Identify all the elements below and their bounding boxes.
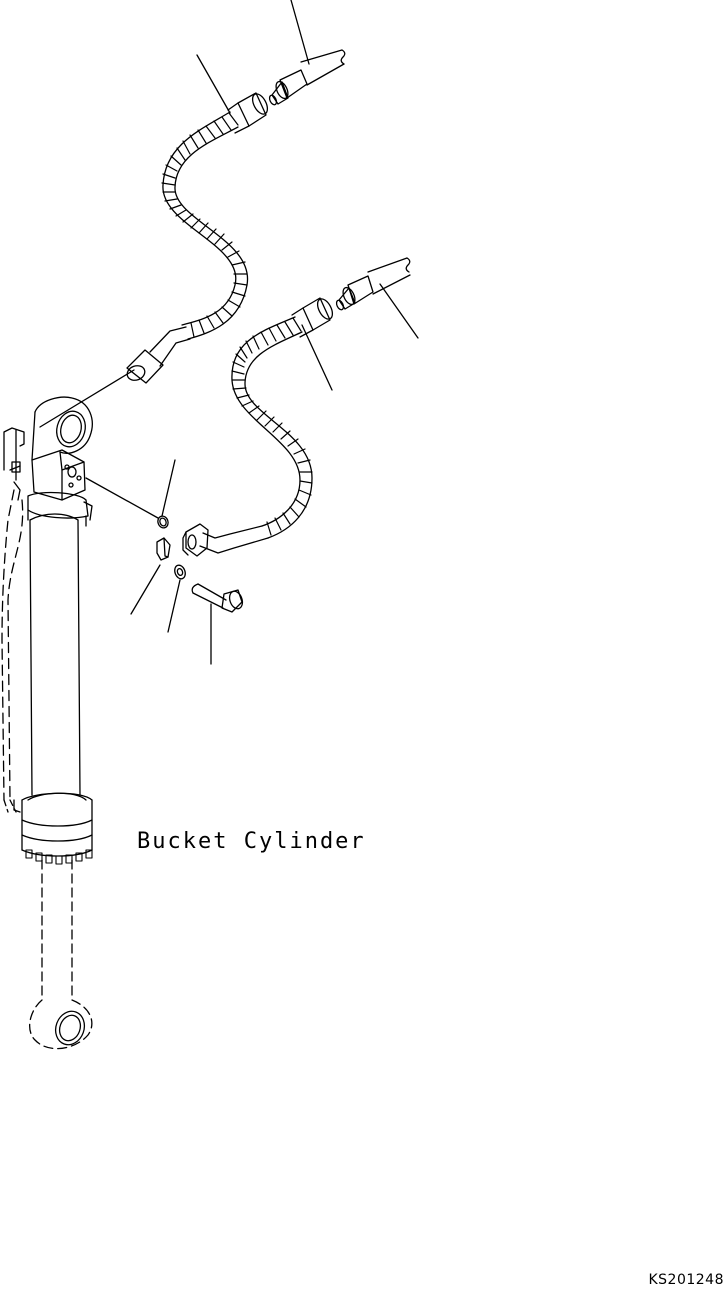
leader-line-hose-to-cylinder — [39, 369, 135, 428]
leader-line-pipe-right — [379, 283, 419, 339]
washer — [174, 564, 186, 580]
lower-pipe — [335, 257, 411, 311]
lower-hose — [182, 297, 334, 557]
leader-line-o-ring — [161, 459, 176, 517]
cylinder-tube — [29, 519, 81, 796]
upper-hose-nut — [237, 92, 267, 127]
leader-lines — [39, 0, 419, 665]
upper-pipe — [268, 49, 346, 106]
leader-line-clamp — [130, 564, 161, 615]
piston-rod — [41, 859, 73, 1001]
leader-line-port-to-oring — [85, 477, 159, 519]
bucket-cylinder — [1, 396, 93, 1050]
leader-line-washer — [167, 579, 181, 633]
upper-hose — [126, 92, 269, 384]
small-parts — [156, 515, 244, 613]
lower-hose-nut — [302, 297, 331, 331]
leader-line-pipe-top — [290, 0, 310, 65]
upper-hose-flange-nut — [126, 349, 164, 384]
upper-pipe-fitting — [279, 69, 308, 99]
lower-pipe-fitting — [347, 275, 374, 305]
leader-line-hose-right — [301, 324, 333, 391]
leader-line-hose-top — [196, 54, 231, 114]
drawing-code: KS201248 — [648, 1272, 724, 1288]
bolt — [191, 583, 244, 613]
component-caption: Bucket Cylinder — [137, 829, 366, 854]
lower-hose-flange — [185, 523, 209, 557]
o-ring — [157, 515, 169, 529]
